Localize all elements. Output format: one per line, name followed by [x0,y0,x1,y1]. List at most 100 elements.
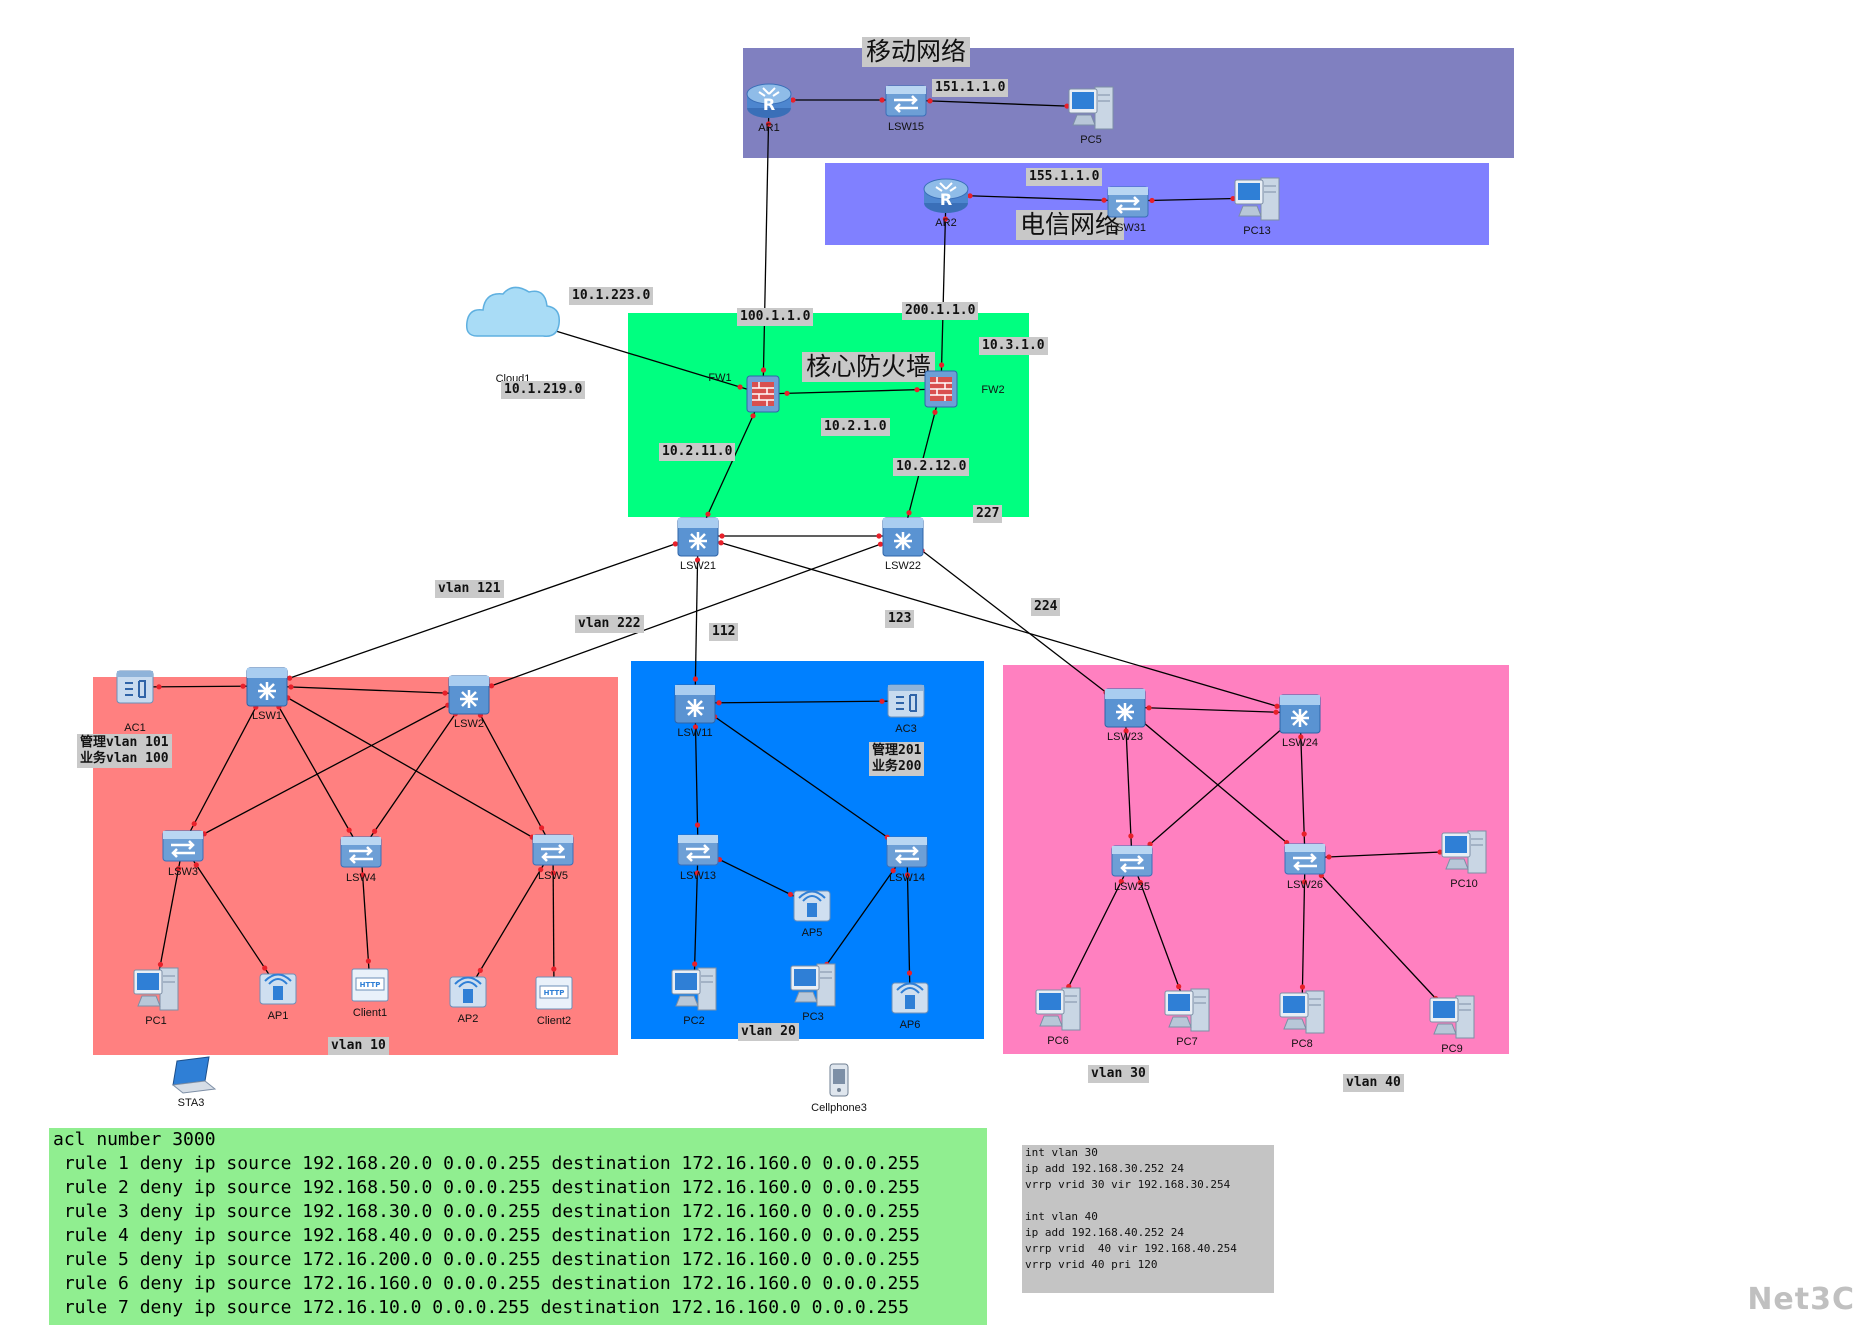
link-lsw26-pc10 [1304,849,1465,860]
acl-rule: rule 7 deny ip source 172.16.10.0 0.0.0.… [53,1297,910,1318]
tag-ac1-vlans: 管理vlan 101 业务vlan 100 [77,734,172,768]
port-dot [346,827,352,833]
port-dot [750,413,756,419]
port-dot [737,384,743,390]
link-ac1-lsw1 [134,683,268,690]
svg-text:HTTP: HTTP [544,989,565,997]
device-label: LSW11 [677,727,713,739]
port-dot [442,690,448,696]
tag-vlan40: vlan 40 [1343,1074,1404,1092]
device-label: PC13 [1243,225,1271,237]
port-dot [906,970,913,976]
config-line: vrrp vrid 40 vir 192.168.40.254 [1025,1242,1237,1255]
link-lsw13-pc2 [692,848,700,989]
link-lsw3-ap1 [182,844,279,989]
device-label: PC8 [1291,1038,1313,1050]
link-fw1-lsw21 [697,393,764,537]
port-dot [1137,879,1143,886]
config-line: vrrp vrid 40 pri 120 [1025,1258,1158,1271]
tag-224: 224 [1031,598,1061,616]
port-dot [551,966,557,972]
device-label: AC3 [895,723,917,735]
port-dot [1123,728,1129,734]
port-dot [288,684,294,690]
device-label: STA3 [177,1097,205,1109]
device-label: AP6 [899,1019,921,1031]
config-line [1022,1193,1274,1209]
port-dot [262,965,268,971]
device-label: LSW21 [679,560,717,572]
port-dot [942,216,948,222]
config-line: int vlan 30 [1025,1146,1098,1159]
device-label: LSW25 [1113,881,1151,893]
acl-rule: rule 4 deny ip source 192.168.40.0 0.0.0… [53,1225,920,1246]
vlan30-40-zone [1003,665,1509,1054]
port-dot [967,193,973,199]
port-dot [790,97,796,103]
tag-vlan20: vlan 20 [738,1023,799,1041]
port-dot [787,891,794,898]
device-label: AC1 [124,722,146,734]
device-label: FW2 [981,384,1005,396]
device-label: LSW4 [346,872,376,884]
port-dot [694,822,701,828]
device-label: PC3 [802,1011,824,1023]
link-lsw21-lsw24 [697,535,1301,714]
link-lsw11-lsw13 [692,702,701,850]
port-dot [240,683,246,689]
port-dot [1230,195,1236,202]
tag-vlan10: vlan 10 [328,1037,389,1055]
port-dot [879,97,885,103]
port-dot [906,510,912,516]
link-ar1-fw1 [760,99,772,395]
tag-vlan121: vlan 121 [435,580,504,598]
tag-200: 200.1.1.0 [902,302,979,320]
port-dot [672,541,678,547]
port-dot [1437,849,1443,855]
tag-123: 123 [885,610,915,628]
device-label: AP1 [267,1010,289,1022]
config-line: vrrp vrid 30 vir 192.168.30.254 [1025,1178,1231,1191]
link-lsw15-pc5 [905,98,1092,109]
link-lsw23-lsw24 [1124,705,1301,715]
link-lsw25-pc7 [1131,859,1188,1010]
link-lsw4-client1 [360,850,371,986]
link-lsw5-ap2 [467,848,554,992]
tag-10-1-219: 10.1.219.0 [501,381,586,399]
port-dot [191,821,197,827]
link-ar2-lsw31 [945,193,1129,203]
link-ar1-lsw15 [769,97,906,103]
device-label: AP2 [457,1013,479,1025]
port-dot [760,367,767,373]
port-dot [1149,197,1155,204]
port-dot [1128,833,1134,839]
port-dot [939,362,945,368]
link-lsw24-lsw26 [1298,712,1307,859]
link-lsw11-ac3 [694,698,907,706]
device-label: Client2 [536,1015,572,1027]
link-lsw21-lsw22 [698,533,903,539]
port-dot [360,872,366,878]
port-dot [1326,854,1332,860]
device-label: LSW14 [888,872,926,884]
port-dot [156,684,162,690]
port-dot [157,961,164,968]
svg-text:R: R [763,95,775,114]
device-label: PC1 [145,1015,167,1027]
tag-151: 151.1.1.0 [932,79,1009,97]
device-label: LSW15 [887,121,925,133]
device-label: PC7 [1176,1036,1198,1048]
tag-10-2-1: 10.2.1.0 [821,418,890,436]
acl-rule: rule 2 deny ip source 192.168.50.0 0.0.0… [53,1177,920,1198]
port-dot [719,533,725,539]
link-lsw23-lsw25 [1123,706,1134,861]
port-dot [877,541,884,547]
device-label: LSW1 [252,710,282,722]
port-dot [932,409,938,415]
port-dot [1301,879,1308,885]
device-label: Client1 [352,1007,388,1019]
port-dot [1176,983,1182,990]
port-dot [477,967,483,974]
tag-vlan222: vlan 222 [575,615,644,633]
